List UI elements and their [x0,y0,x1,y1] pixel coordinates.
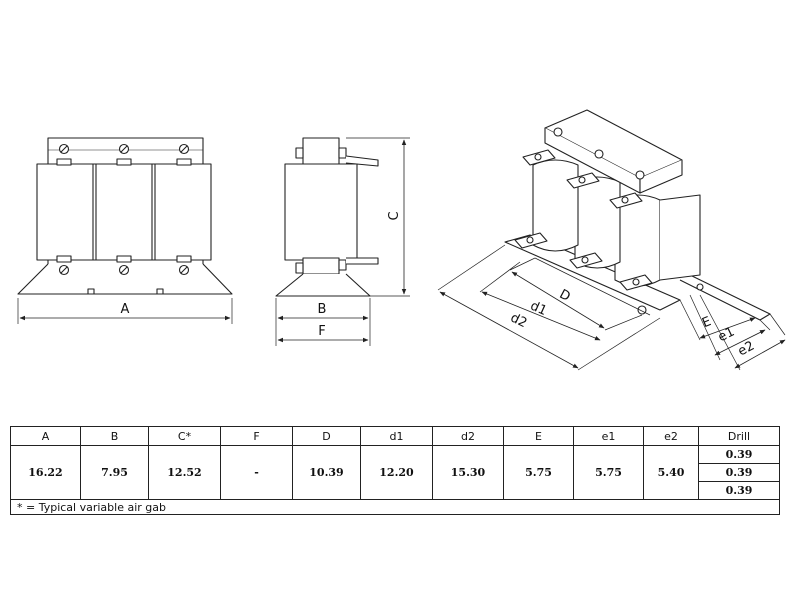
header-e2: e2 [643,426,699,446]
value-d2: 15.30 [432,445,504,500]
header-d2: d2 [432,426,504,446]
header-d: D [292,426,361,446]
technical-drawing: A C B F [17,109,786,371]
dimension-label-c: C [387,211,402,220]
front-view [17,137,233,324]
dimension-label-e2: e2 [736,338,757,359]
dimension-label-f: F [318,324,325,339]
header-c: C* [148,426,221,446]
value-d: 10.39 [292,445,361,500]
dimension-label-d1: d1 [528,299,549,319]
value-e: 5.75 [503,445,574,500]
value-f: - [220,445,293,500]
value-e2: 5.40 [643,445,699,500]
value-a: 16.22 [10,445,81,500]
header-a: A [10,426,81,446]
table-footnote-row: * = Typical variable air gab [10,499,780,515]
table-footnote: * = Typical variable air gab [10,499,780,515]
table-row: 16.22 7.95 12.52 - 10.39 12.20 15.30 5.7… [10,445,780,500]
value-drill-1: 0.39 [698,445,780,464]
header-d1: d1 [360,426,433,446]
dimension-label-a: A [121,302,130,317]
header-e1: e1 [573,426,644,446]
header-e: E [503,426,574,446]
dimension-label-d2: d2 [508,310,529,331]
value-drill-3: 0.39 [698,481,780,500]
header-drill: Drill [698,426,780,446]
dimension-label-b: B [318,302,327,317]
value-b: 7.95 [80,445,149,500]
isometric-view [437,109,786,371]
screw-icon [58,143,190,276]
dimension-label-e1: e1 [716,325,737,346]
header-b: B [80,426,149,446]
value-d1: 12.20 [360,445,433,500]
table-header-row: A B C* F D d1 d2 E e1 e2 Drill [10,426,780,446]
dimension-label-d: D [557,287,573,305]
side-view [275,137,410,346]
header-f: F [220,426,293,446]
value-c: 12.52 [148,445,221,500]
value-e1: 5.75 [573,445,644,500]
dimension-table: A B C* F D d1 d2 E e1 e2 Drill 16.22 7.9… [10,426,780,515]
value-drill-2: 0.39 [698,463,780,482]
